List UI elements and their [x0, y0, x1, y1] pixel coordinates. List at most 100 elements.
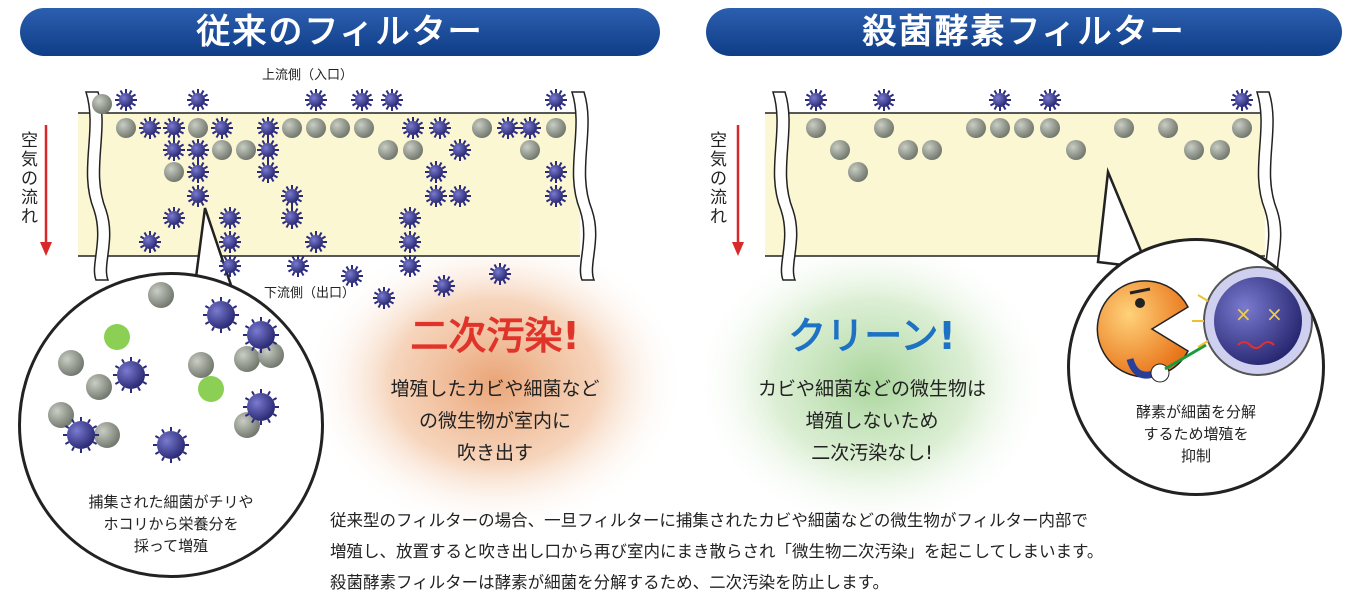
bacterium-icon [257, 139, 279, 161]
clean-title: クリーン! [788, 314, 956, 358]
dust-particle-icon [148, 282, 174, 308]
bacterium-icon [429, 117, 451, 139]
enzyme-filter-band [765, 113, 1265, 256]
dust-particle-icon [188, 118, 208, 138]
bacterium-icon [449, 185, 471, 207]
bacterium-icon [305, 231, 327, 253]
bacterium-icon [257, 117, 279, 139]
bacterium-icon [402, 117, 424, 139]
bacterium-icon [545, 89, 567, 111]
bacterium-icon [545, 161, 567, 183]
dust-particle-icon [403, 140, 423, 160]
bacterium-icon [873, 89, 895, 111]
bacterium-icon [373, 287, 395, 309]
bacterium-icon [545, 185, 567, 207]
bacterium-icon [489, 263, 511, 285]
description-line: 増殖し、放置すると吹き出し口から再び室内にまき散らされ「微生物二次汚染」を起こし… [330, 542, 1104, 561]
dust-particle-icon [378, 140, 398, 160]
dust-particle-icon [234, 346, 260, 372]
clean-line: 二次汚染なし! [811, 442, 933, 464]
bacterium-icon [187, 139, 209, 161]
dust-particle-icon [212, 140, 232, 160]
bacterium-icon [163, 207, 185, 229]
bacterium-icon [281, 207, 303, 229]
bacterium-icon [163, 117, 185, 139]
bacterium-icon [399, 207, 421, 229]
dust-particle-icon [1158, 118, 1178, 138]
bacterium-icon [425, 161, 447, 183]
bacterium-icon [163, 139, 185, 161]
bacterium-icon [1231, 89, 1253, 111]
dust-particle-icon [898, 140, 918, 160]
clean-line: カビや細菌などの微生物は [757, 378, 986, 400]
bacterium-icon [287, 255, 309, 277]
airflow-label-right: 空気の流れ [710, 131, 727, 227]
bacterium-icon [211, 117, 233, 139]
dust-particle-icon [966, 118, 986, 138]
svg-text:×: × [1235, 302, 1252, 326]
bacterium-icon [381, 89, 403, 111]
dust-particle-icon [1040, 118, 1060, 138]
dust-particle-icon [116, 118, 136, 138]
airflow-arrow-left [40, 125, 52, 256]
dust-particle-icon [922, 140, 942, 160]
dust-particle-icon [806, 118, 826, 138]
description-line: 殺菌酵素フィルターは酵素が細菌を分解するため、二次汚染を防止します。 [330, 573, 890, 592]
bacteria-enzyme [805, 89, 1253, 111]
dust-particle-icon [472, 118, 492, 138]
bacterium-icon [115, 89, 137, 111]
dust-particle-icon [58, 350, 84, 376]
downstream-label: 下流側（出口） [264, 286, 356, 301]
dust-particle-icon [520, 140, 540, 160]
bacterium-icon [399, 255, 421, 277]
bacterium-icon [187, 161, 209, 183]
contamination-line: 増殖したカビや細菌など [390, 378, 600, 400]
contamination-line: 吹き出す [456, 442, 533, 464]
conventional-filter-title: 従来のフィルター [20, 8, 660, 56]
dust-particle-icon [1210, 140, 1230, 160]
bacterium-icon [243, 389, 279, 425]
description-line: 従来型のフィルターの場合、一旦フィルターに捕集されたカビや細菌などの微生物がフィ… [330, 511, 1089, 530]
bacterium-icon [187, 185, 209, 207]
dust-particle-icon [830, 140, 850, 160]
clean-line: 増殖しないため [805, 410, 939, 432]
bacterium-icon [351, 89, 373, 111]
bacterium-icon [113, 357, 149, 393]
bacterium-icon [433, 275, 455, 297]
dust-particles-enzyme [806, 118, 1252, 182]
dust-particles-conventional [92, 94, 566, 182]
dust-particle-icon [330, 118, 350, 138]
bacterium-icon [989, 89, 1011, 111]
dust-particle-icon [188, 352, 214, 378]
dust-particle-icon [848, 162, 868, 182]
bacterium-icon [399, 231, 421, 253]
dust-particle-icon [282, 118, 302, 138]
dust-particle-icon [874, 118, 894, 138]
bacterium-icon [187, 89, 209, 111]
dust-particle-icon [354, 118, 374, 138]
dust-particle-icon [94, 422, 120, 448]
bacterium-icon [219, 207, 241, 229]
dust-particle-icon [48, 402, 74, 428]
conventional-filter-band [78, 113, 580, 256]
zoom-caption-line: 抑制 [1180, 447, 1211, 465]
dust-particle-icon [1066, 140, 1086, 160]
dust-particle-icon [164, 162, 184, 182]
bacterium-icon [243, 317, 279, 353]
dead-bacteria-icon: × × [1192, 266, 1313, 376]
bacterium-icon [497, 117, 519, 139]
break-marks [84, 91, 1282, 281]
bacterium-icon [257, 161, 279, 183]
bacterium-icon [203, 297, 239, 333]
mold-spore-icon [198, 376, 224, 402]
clean-result: クリーン! カビや細菌などの微生物は 増殖しないため 二次汚染なし! [707, 305, 1037, 485]
dust-particle-icon [1184, 140, 1204, 160]
mold-spore-icon [104, 324, 130, 350]
zoom-caption-line: 捕集された細菌がチリや [88, 493, 254, 511]
bacterium-icon [139, 231, 161, 253]
description-text: 従来型のフィルターの場合、一旦フィルターに捕集されたカビや細菌などの微生物がフィ… [330, 505, 1345, 598]
bacterium-icon [449, 139, 471, 161]
dust-particle-icon [236, 140, 256, 160]
dust-particle-icon [546, 118, 566, 138]
